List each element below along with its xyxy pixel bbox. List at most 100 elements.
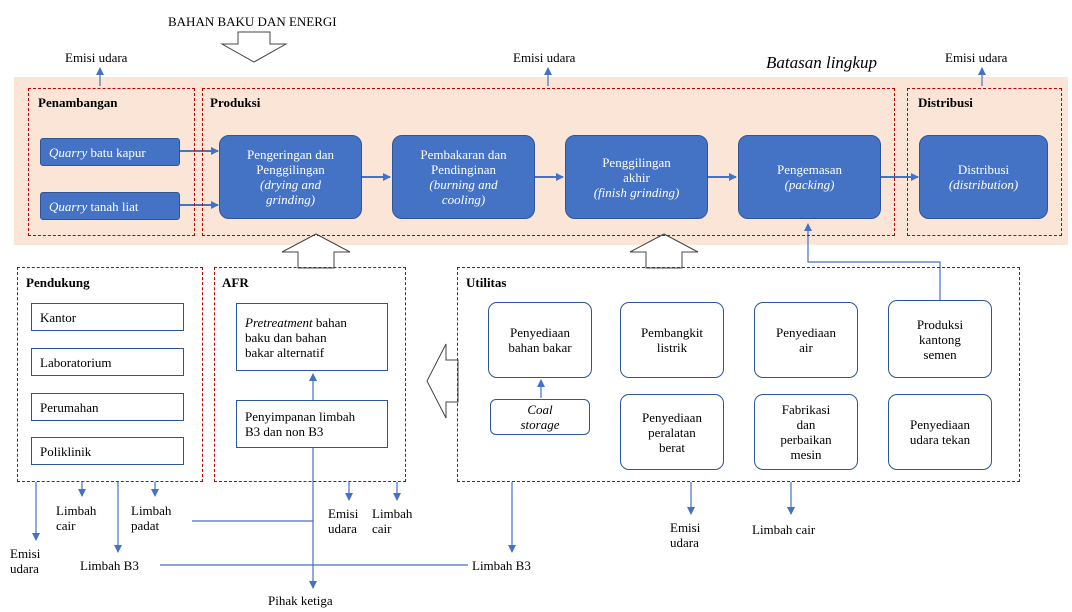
afr-storage-line2: B3 dan non B3 xyxy=(245,424,324,439)
afr-emisi-l1: Emisi xyxy=(328,506,359,521)
utilitas-emisi-l2: udara xyxy=(670,535,699,550)
pendukung-kantor: Kantor xyxy=(31,303,184,331)
step-penggilingan-line2: akhir xyxy=(623,169,650,185)
util-listrik-l2: listrik xyxy=(656,340,688,355)
emisi-udara-distribusi: Emisi udara xyxy=(945,50,1008,65)
pendukung-emisi-l1: Emisi xyxy=(10,546,41,561)
quarry-batu-kapur-em: Quarry xyxy=(49,144,88,160)
utilitas-limbah-b3-label: Limbah B3 xyxy=(472,558,531,573)
step-pengeringan-line3: (drying and xyxy=(259,177,322,192)
util-kantong-l3: semen xyxy=(923,346,957,362)
step-pengemasan-line1: Pengemasan xyxy=(777,162,842,177)
step-pembakaran-line1: Pembakaran dan xyxy=(420,147,507,162)
distribusi-line2: (distribution) xyxy=(948,177,1019,192)
util-bahan-bakar-l2: bahan bakar xyxy=(508,340,572,355)
emisi-udara-produksi: Emisi udara xyxy=(513,50,576,65)
util-penyediaan-air: Penyediaan air xyxy=(754,302,858,378)
pendukung-title: Pendukung xyxy=(26,275,90,290)
util-coal-l1: Coal xyxy=(527,402,553,417)
utilitas-emisi-label: Emisi udara xyxy=(670,520,700,550)
top-input-label: BAHAN BAKU DAN ENERGI xyxy=(168,14,337,29)
quarry-batu-kapur-rest: batu kapur xyxy=(87,144,146,160)
group-utilitas xyxy=(457,267,1020,482)
util-peralatan-l1: Penyediaan xyxy=(642,409,702,425)
afr-pretreat-line3: bakar alternatif xyxy=(245,344,325,360)
utilitas-emisi-l1: Emisi xyxy=(670,520,701,535)
step-pengemasan-line2: (packing) xyxy=(784,177,835,192)
util-bahan-bakar-l1: Penyediaan xyxy=(510,325,570,340)
afr-storage: Penyimpanan limbah B3 dan non B3 xyxy=(236,400,388,448)
scope-boundary xyxy=(14,77,1068,245)
quarry-batu-kapur-box: Quarry batu kapur xyxy=(40,138,180,166)
step-pengeringan-line4: grinding) xyxy=(265,192,316,207)
util-fabrikasi: Fabrikasi dan perbaikan mesin xyxy=(754,394,858,470)
pendukung-limbah-cair-l1: Limbah xyxy=(56,503,97,518)
util-udara-tekan: Penyediaan udara tekan xyxy=(888,394,992,470)
util-fabrikasi-l1: Fabrikasi xyxy=(781,402,831,417)
afr-pretreat-em: Pretreatment xyxy=(245,314,313,330)
step-pengemasan: Pengemasan (packing) xyxy=(738,135,881,219)
util-peralatan-l3: berat xyxy=(659,439,685,455)
scope-label: Batasan lingkup xyxy=(766,53,877,72)
util-pembangkit-listrik: Pembangkit listrik xyxy=(620,302,724,378)
afr-pretreat-line2: baku dan bahan xyxy=(245,329,327,345)
step-penggilingan-akhir: Penggilingan akhir (finish grinding) xyxy=(565,135,708,219)
afr-to-production-arrow xyxy=(281,233,351,269)
distribusi-line1: Distribusi xyxy=(957,162,1010,177)
step-penggilingan-line3: (finish grinding) xyxy=(593,184,680,200)
afr-emisi-label: Emisi udara xyxy=(328,506,358,536)
afr-limbah-cair-l1: Limbah xyxy=(372,506,413,521)
group-pendukung xyxy=(17,267,203,482)
distribusi-title: Distribusi xyxy=(918,95,973,110)
group-produksi xyxy=(202,88,895,236)
util-udara-tekan-l2: udara tekan xyxy=(909,432,971,447)
afr-pretreat-line1: Pretreatment bahan xyxy=(245,315,347,330)
util-air-l1: Penyediaan xyxy=(776,325,836,340)
util-coal-storage: Coal storage xyxy=(490,399,590,435)
step-pembakaran-line3: (burning and xyxy=(429,177,498,192)
produksi-title: Produksi xyxy=(210,95,261,110)
util-air-l2: air xyxy=(799,340,813,355)
utilitas-title: Utilitas xyxy=(466,275,507,290)
afr-storage-line1: Penyimpanan limbah xyxy=(245,409,356,424)
penambangan-title: Penambangan xyxy=(38,95,118,110)
distribusi-box: Distribusi (distribution) xyxy=(919,135,1048,219)
pendukung-limbah-cair-label: Limbah cair xyxy=(56,503,96,533)
utilitas-limbah-cair-label: Limbah cair xyxy=(752,522,816,537)
pendukung-limbah-padat-label: Limbah padat xyxy=(131,503,171,533)
step-penggilingan-line1: Penggilingan xyxy=(602,154,671,170)
pendukung-emisi-l2: udara xyxy=(10,561,39,576)
afr-limbah-cair-l2: cair xyxy=(372,521,392,536)
afr-pretreatment: Pretreatment bahan baku dan bahan bakar … xyxy=(236,303,388,371)
pendukung-emisi-label: Emisi udara xyxy=(10,546,40,576)
utilitas-to-production-arrow xyxy=(629,233,699,269)
input-hollow-arrow xyxy=(220,31,288,63)
afr-title: AFR xyxy=(222,275,249,290)
limbah-padat-l2: padat xyxy=(131,518,160,533)
util-coal-l2: storage xyxy=(520,417,560,432)
util-fabrikasi-l2: dan xyxy=(796,417,816,432)
group-penambangan xyxy=(28,88,195,236)
step-pengeringan-line2: Penggilingan xyxy=(256,162,325,177)
afr-limbah-cair-label: Limbah cair xyxy=(372,506,412,536)
group-distribusi xyxy=(907,88,1062,236)
pihak-ketiga-label: Pihak ketiga xyxy=(268,593,333,608)
quarry-tanah-liat-em: Quarry xyxy=(49,198,88,214)
quarry-tanah-liat-box: Quarry tanah liat xyxy=(40,192,180,220)
limbah-padat-l1: Limbah xyxy=(131,503,172,518)
util-produksi-kantong: Produksi kantong semen xyxy=(888,300,992,378)
util-bahan-bakar: Penyediaan bahan bakar xyxy=(488,302,592,378)
pendukung-limbah-b3-label: Limbah B3 xyxy=(80,558,139,573)
pendukung-laboratorium: Laboratorium xyxy=(31,348,184,376)
emisi-udara-penambangan: Emisi udara xyxy=(65,50,128,65)
util-peralatan-berat: Penyediaan peralatan berat xyxy=(620,394,724,470)
step-pembakaran: Pembakaran dan Pendinginan (burning and … xyxy=(392,135,535,219)
util-fabrikasi-l4: mesin xyxy=(790,447,822,462)
util-kantong-l1: Produksi xyxy=(916,316,964,332)
util-peralatan-l2: peralatan xyxy=(648,424,696,440)
utilitas-left-hollow-arrow xyxy=(426,343,459,419)
util-fabrikasi-l3: perbaikan xyxy=(780,432,832,447)
step-pembakaran-line2: Pendinginan xyxy=(431,162,496,177)
step-pengeringan: Pengeringan dan Penggilingan (drying and… xyxy=(219,135,362,219)
